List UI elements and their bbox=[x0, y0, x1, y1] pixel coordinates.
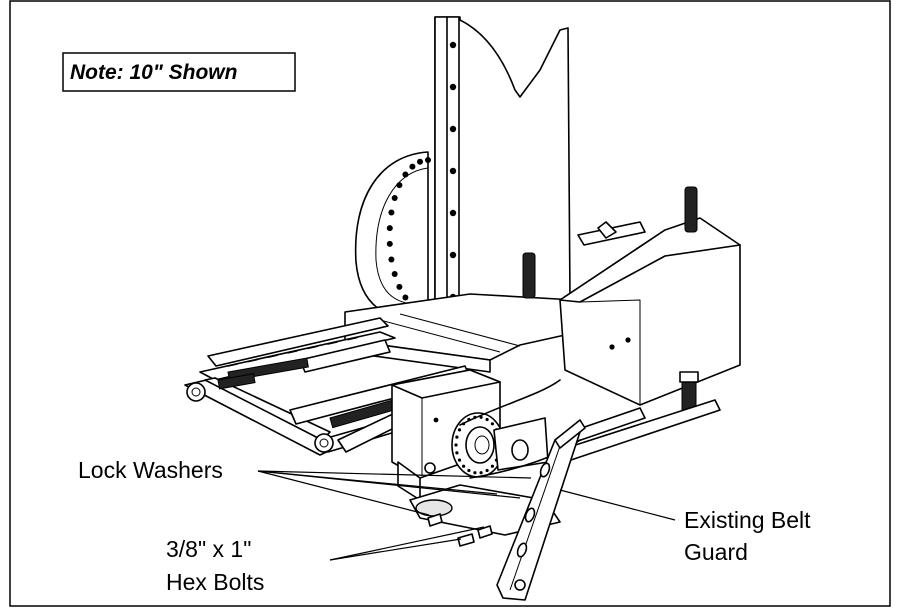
diagram-border bbox=[9, 0, 891, 607]
hex-bolts-label-line1: 3/8" x 1" bbox=[166, 536, 251, 562]
hex-bolts-label-line2: Hex Bolts bbox=[166, 569, 264, 595]
note-text: Note: 10" Shown bbox=[70, 61, 237, 84]
sprocket-assembly bbox=[451, 379, 581, 479]
hex-bolts bbox=[427, 513, 493, 547]
drive-housing bbox=[559, 217, 741, 406]
belt-guard-arm bbox=[496, 419, 586, 601]
belt-guard-label-line2: Guard bbox=[684, 539, 748, 565]
vertical-column bbox=[434, 16, 571, 314]
threaded-rods bbox=[522, 186, 699, 416]
note-callout: Note: 10" Shown bbox=[62, 52, 296, 92]
lower-rails bbox=[559, 399, 721, 463]
lock-washers-label: Lock Washers bbox=[78, 457, 223, 483]
leader-lines bbox=[257, 470, 676, 561]
belt-guard-label-line1: Existing Belt bbox=[684, 507, 811, 533]
round-flange bbox=[354, 151, 431, 321]
